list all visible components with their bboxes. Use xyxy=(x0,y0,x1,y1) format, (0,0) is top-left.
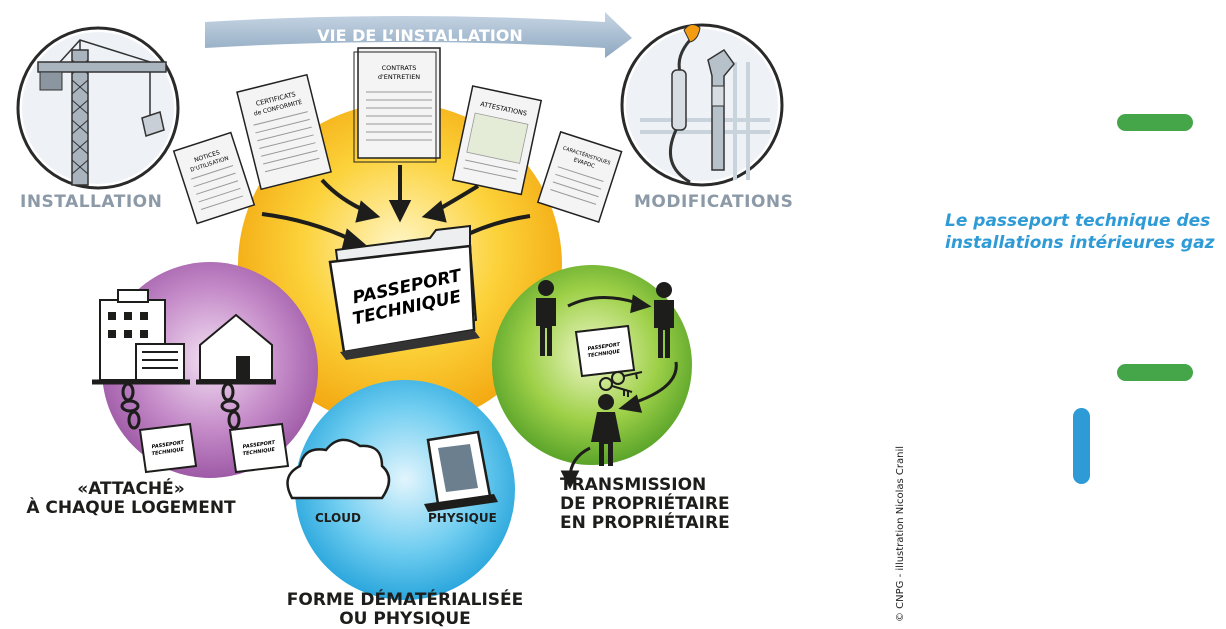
person-icon xyxy=(591,394,621,466)
svg-text:PASSEPORT: PASSEPORT xyxy=(242,440,276,451)
person-icon xyxy=(536,280,556,356)
mini-folder-transfer: PASSEPORT TECHNIQUE xyxy=(574,324,636,378)
torch-wrench-icon xyxy=(620,23,784,187)
form-label-line1: FORME DÉMATÉRIALISÉE xyxy=(286,590,524,610)
transmission-label-line2: DE PROPRIÉTAIRE xyxy=(560,494,730,514)
blue-dash xyxy=(1073,408,1090,484)
svg-text:TECHNIQUE: TECHNIQUE xyxy=(151,447,185,458)
green-dash-bottom xyxy=(1117,364,1193,381)
svg-text:TECHNIQUE: TECHNIQUE xyxy=(242,447,276,458)
installation-label: INSTALLATION xyxy=(20,192,163,212)
svg-text:PASSEPORT: PASSEPORT xyxy=(151,440,185,451)
svg-text:TECHNIQUE: TECHNIQUE xyxy=(587,349,621,360)
passport-diagram: NOTICES D'UTILISATION CERTIFICATS de CON… xyxy=(16,12,784,600)
svg-text:d'ENTRETIEN: d'ENTRETIEN xyxy=(378,73,420,81)
form-label: FORME DÉMATÉRIALISÉE OU PHYSIQUE xyxy=(270,591,540,629)
doc-notices: NOTICES D'UTILISATION xyxy=(172,131,256,225)
cloud-icon xyxy=(286,438,391,500)
mini-folder-left: PASSEPORT TECHNIQUE xyxy=(138,422,198,474)
attached-label-line2: À CHAQUE LOGEMENT xyxy=(26,498,236,518)
transfer-arrows xyxy=(560,294,678,490)
svg-text:CONTRATS: CONTRATS xyxy=(382,64,417,72)
svg-text:PASSEPORT: PASSEPORT xyxy=(587,342,621,353)
caption: Le passeport technique des installations… xyxy=(945,211,1215,253)
doc-caracteristiques: CARACTÉRISTIQUES EVAPDC xyxy=(536,130,623,223)
physical-label: PHYSIQUE xyxy=(428,511,497,525)
cloud-label: CLOUD xyxy=(315,511,361,525)
passport-folder: PASSEPORT TECHNIQUE xyxy=(328,224,480,360)
attached-label-line1: «ATTACHÉ» xyxy=(77,479,185,499)
doc-certificats: CERTIFICATS de CONFORMITÉ xyxy=(236,73,332,191)
form-label-line2: OU PHYSIQUE xyxy=(339,609,471,629)
green-dash-top xyxy=(1117,114,1193,131)
attached-label: «ATTACHÉ» À CHAQUE LOGEMENT xyxy=(6,480,256,518)
doc-attestations: ATTESTATIONS xyxy=(451,85,543,196)
doc-contrats: CONTRATS d'ENTRETIEN xyxy=(353,47,441,163)
person-icon xyxy=(654,282,674,358)
banner-arrow xyxy=(205,12,632,58)
banner-title: VIE DE L’INSTALLATION xyxy=(317,26,523,45)
transmission-label: TRANSMISSION DE PROPRIÉTAIRE EN PROPRIÉT… xyxy=(560,476,730,533)
chain-icon xyxy=(120,382,241,430)
transmission-label-line3: EN PROPRIÉTAIRE xyxy=(560,513,730,533)
physical-folder-icon xyxy=(424,430,498,512)
modifications-label: MODIFICATIONS xyxy=(634,192,794,212)
house-icon xyxy=(196,313,276,385)
crane-icon xyxy=(16,26,180,190)
image-credit: © CNPG - illustration Nicolas Cranil xyxy=(895,445,906,622)
building-icon xyxy=(92,289,190,385)
transmission-label-line1: TRANSMISSION xyxy=(560,475,707,495)
mini-folder-right: PASSEPORT TECHNIQUE xyxy=(228,422,290,474)
keys-icon xyxy=(599,371,643,397)
